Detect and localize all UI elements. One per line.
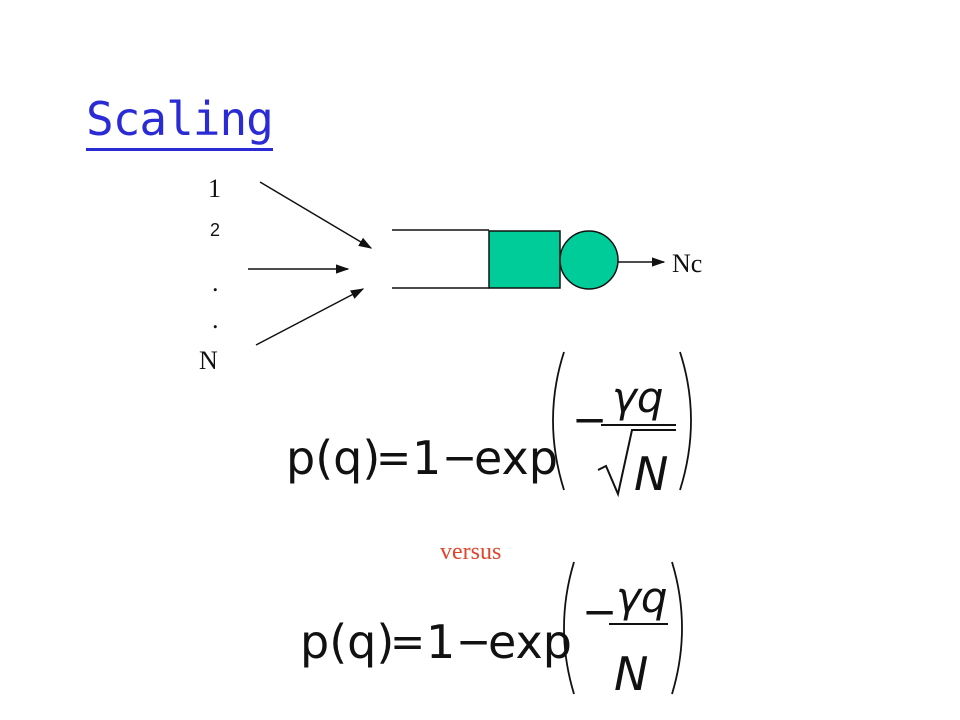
eq2-equals: = [390,617,425,666]
queued-packet [488,230,561,289]
eq2-left-paren [563,561,575,695]
versus-label: versus [440,539,502,565]
arrival-arrow-1 [259,181,373,249]
slide-title: Scaling [86,96,274,151]
equation-linear: p(q) = 1 − exp − γq N [300,561,683,701]
eq2-neg: − [582,587,617,636]
source-label-1: 1 [208,174,221,203]
eq2-numerator: γq [616,573,668,622]
eq1-one: 1 [412,431,441,485]
source-label-n: N [199,346,218,375]
eq1-right-paren [679,351,692,491]
source-label-2: 2 [210,220,221,240]
eq1-minus: − [442,433,477,482]
source-dot-2: . [212,305,219,334]
server-circle [559,230,619,290]
eq2-denominator: N [614,647,648,701]
eq1-equals: = [376,433,411,482]
eq2-minus: − [456,617,491,666]
eq2-exp: exp [488,615,572,669]
eq2-lhs: p(q) [300,615,394,669]
eq2-right-paren [671,561,683,695]
eq1-neg: − [572,395,607,444]
eq1-left-paren [552,351,565,491]
source-dot-1: . [212,268,219,297]
eq2-one: 1 [426,615,455,669]
eq1-denominator: N [634,447,668,501]
equation-sqrt: p(q) = 1 − exp − γq N [286,351,692,501]
eq1-sqrt-sign [597,429,676,498]
arrival-arrow-3 [255,288,365,346]
eq1-lhs: p(q) [286,431,380,485]
eq1-numerator: γq [612,373,664,422]
eq1-exp: exp [474,431,558,485]
output-label: Nc [672,249,703,278]
